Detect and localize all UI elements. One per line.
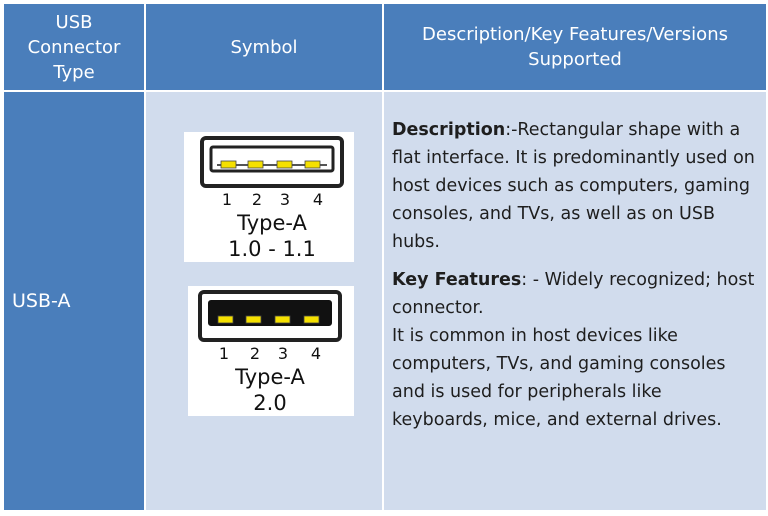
- connector-type-cell: USB-A: [2, 90, 146, 512]
- header-connector-type: USB Connector Type: [2, 2, 146, 92]
- pin-2: [247, 160, 264, 169]
- symbol-name: Type-A: [236, 211, 307, 235]
- usb-type-a-1-icon: 1 2 3 4 Type-A 1.0 - 1.1: [200, 136, 344, 261]
- pin-4: [303, 315, 320, 324]
- pin-number-1: 1: [219, 344, 229, 363]
- symbol-name: Type-A: [234, 365, 305, 389]
- symbol-version: 2.0: [253, 391, 286, 415]
- usb-type-a-2-symbol: 1 2 3 4 Type-A 2.0: [188, 286, 354, 416]
- pin-number-2: 2: [252, 190, 262, 209]
- description-label: Description: [392, 120, 506, 140]
- description-paragraph: Description:-Rectangular shape with a fl…: [392, 116, 758, 256]
- header-symbol-text: Symbol: [230, 36, 298, 58]
- symbol-version: 1.0 - 1.1: [228, 237, 316, 261]
- pin-4: [304, 160, 321, 169]
- pin-3: [274, 315, 291, 324]
- pin-number-1: 1: [222, 190, 232, 209]
- connector-tongue: [208, 300, 332, 326]
- header-row: USB Connector Type Symbol Description/Ke…: [2, 2, 768, 92]
- header-description: Description/Key Features/Versions Suppor…: [382, 2, 768, 92]
- pin-number-4: 4: [313, 190, 323, 209]
- key-features-paragraph: Key Features: - Widely recognized; host …: [392, 266, 758, 434]
- description-cell: Description:-Rectangular shape with a fl…: [382, 90, 768, 512]
- pin-3: [276, 160, 293, 169]
- symbol-cell: 1 2 3 4 Type-A 1.0 - 1.1: [144, 90, 384, 512]
- table-row: USB-A 1 2 3 4: [2, 90, 768, 512]
- pin-1: [220, 160, 237, 169]
- header-connector-type-text: USB Connector Type: [27, 11, 121, 83]
- pin-number-2: 2: [250, 344, 260, 363]
- connector-type-label: USB-A: [12, 290, 71, 312]
- header-description-text: Description/Key Features/Versions Suppor…: [422, 24, 728, 70]
- key-features-text: : - Widely recognized; host connector.: [392, 270, 755, 318]
- pin-number-3: 3: [278, 344, 288, 363]
- pin-number-3: 3: [280, 190, 290, 209]
- key-features-label: Key Features: [392, 270, 522, 290]
- header-symbol: Symbol: [144, 2, 384, 92]
- pin-2: [245, 315, 262, 324]
- pin-1: [217, 315, 234, 324]
- usb-type-a-2-icon: 1 2 3 4 Type-A 2.0: [198, 290, 342, 415]
- description-text: :-Rectangular shape with a flat interfac…: [392, 120, 755, 252]
- usb-type-a-1-symbol: 1 2 3 4 Type-A 1.0 - 1.1: [184, 132, 354, 262]
- pin-number-4: 4: [311, 344, 321, 363]
- key-features-extra-text: It is common in host devices like comput…: [392, 326, 726, 430]
